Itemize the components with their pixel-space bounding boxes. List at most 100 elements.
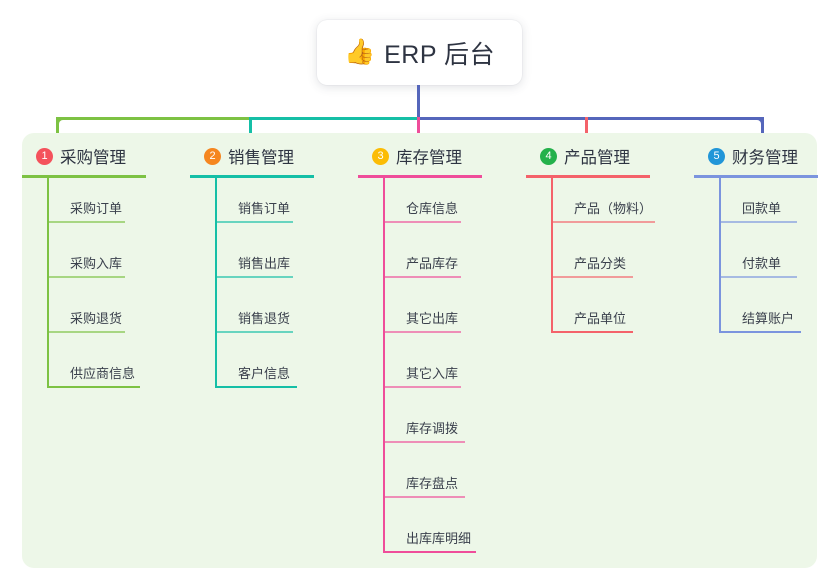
elbow-corner-right [754, 117, 764, 127]
list-item[interactable]: 出库库明细 [358, 508, 528, 563]
column-title-5: 财务管理 [732, 149, 798, 167]
list-item[interactable]: 付款单 [694, 233, 839, 288]
list-item-rule [47, 386, 140, 388]
list-item-rule [551, 276, 633, 278]
content-panel [22, 133, 817, 568]
list-item[interactable]: 产品分类 [526, 233, 696, 288]
elbow-corner-left [56, 117, 66, 127]
column-title-3: 库存管理 [396, 149, 462, 167]
bus-segment-left [56, 117, 415, 120]
list-item[interactable]: 产品（物料） [526, 178, 696, 233]
column-spine-2 [215, 178, 217, 388]
list-item[interactable]: 结算账户 [694, 288, 839, 343]
page-title: ERP 后台 [384, 40, 496, 69]
list-item-label: 产品库存 [406, 256, 459, 271]
column-items-3: 仓库信息产品库存其它出库其它入库库存调拨库存盘点出库库明细 [358, 178, 528, 563]
list-item[interactable]: 采购入库 [22, 233, 192, 288]
column-header-5[interactable]: 5 财务管理 [694, 143, 839, 169]
list-item-label: 产品（物料） [574, 201, 653, 216]
drop-connector-column-2 [249, 117, 252, 144]
column-items-5: 回款单付款单结算账户 [694, 178, 839, 343]
column-badge-1: 1 [36, 147, 53, 165]
column-rule-4 [526, 175, 650, 178]
list-item[interactable]: 回款单 [694, 178, 839, 233]
column-title-4: 产品管理 [564, 149, 630, 167]
list-item[interactable]: 销售退货 [190, 288, 360, 343]
list-item-label: 产品单位 [574, 311, 627, 326]
drop-connector-column-3 [417, 117, 420, 144]
list-item-label: 销售出库 [238, 256, 291, 271]
column-badge-4: 4 [540, 147, 557, 165]
branch-column-2: 2 销售管理销售订单销售出库销售退货客户信息 [190, 143, 360, 398]
list-item-label: 回款单 [742, 201, 782, 216]
list-item[interactable]: 其它出库 [358, 288, 528, 343]
list-item[interactable]: 销售订单 [190, 178, 360, 233]
list-item-rule [383, 276, 461, 278]
column-badge-3: 3 [372, 147, 389, 165]
list-item-rule [47, 276, 125, 278]
list-item-rule [719, 276, 797, 278]
branch-column-3: 3 库存管理仓库信息产品库存其它出库其它入库库存调拨库存盘点出库库明细 [358, 143, 528, 563]
column-spine-1 [47, 178, 49, 388]
list-item-label: 销售退货 [238, 311, 291, 326]
list-item-rule [215, 331, 293, 333]
list-item[interactable]: 产品单位 [526, 288, 696, 343]
column-rule-3 [358, 175, 482, 178]
column-spine-4 [551, 178, 553, 333]
column-badge-5: 5 [708, 147, 725, 165]
list-item[interactable]: 采购订单 [22, 178, 192, 233]
list-item-label: 产品分类 [574, 256, 627, 271]
column-rule-1 [22, 175, 146, 178]
column-spine-5 [719, 178, 721, 333]
column-items-2: 销售订单销售出库销售退货客户信息 [190, 178, 360, 398]
list-item-label: 销售订单 [238, 201, 291, 216]
list-item-label: 付款单 [742, 256, 782, 271]
list-item[interactable]: 客户信息 [190, 343, 360, 398]
bus-segment-middle [249, 117, 419, 120]
elbow-connector-right [761, 117, 764, 144]
list-item-rule [383, 221, 461, 223]
bus-segment-right [417, 117, 764, 120]
list-item[interactable]: 库存调拨 [358, 398, 528, 453]
list-item-rule [215, 276, 293, 278]
thumbs-up-icon: 👍 [343, 38, 376, 66]
root-node-card[interactable]: 👍 ERP 后台 [317, 20, 522, 85]
list-item[interactable]: 仓库信息 [358, 178, 528, 233]
list-item-rule [47, 331, 125, 333]
list-item-rule [551, 221, 655, 223]
list-item-rule [47, 221, 125, 223]
column-header-2[interactable]: 2 销售管理 [190, 143, 360, 169]
list-item-label: 库存调拨 [406, 421, 459, 436]
column-title-2: 销售管理 [228, 149, 294, 167]
list-item-label: 其它出库 [406, 311, 459, 326]
column-header-4[interactable]: 4 产品管理 [526, 143, 696, 169]
list-item[interactable]: 采购退货 [22, 288, 192, 343]
list-item-label: 出库库明细 [406, 531, 472, 546]
list-item-rule [215, 386, 297, 388]
column-rule-5 [694, 175, 818, 178]
list-item[interactable]: 销售出库 [190, 233, 360, 288]
drop-connector-column-4 [585, 117, 588, 144]
trunk-connector [417, 85, 420, 118]
column-header-3[interactable]: 3 库存管理 [358, 143, 528, 169]
list-item-rule [215, 221, 293, 223]
list-item-label: 结算账户 [742, 311, 795, 326]
list-item-rule [551, 331, 633, 333]
column-rule-2 [190, 175, 314, 178]
list-item[interactable]: 其它入库 [358, 343, 528, 398]
list-item-label: 其它入库 [406, 366, 459, 381]
list-item-label: 采购订单 [70, 201, 123, 216]
branch-column-4: 4 产品管理产品（物料） 产品分类产品单位 [526, 143, 696, 343]
list-item-label: 仓库信息 [406, 201, 459, 216]
list-item[interactable]: 产品库存 [358, 233, 528, 288]
column-badge-2: 2 [204, 147, 221, 165]
list-item[interactable]: 供应商信息 [22, 343, 192, 398]
elbow-connector-left [56, 117, 59, 144]
list-item[interactable]: 库存盘点 [358, 453, 528, 508]
list-item-label: 库存盘点 [406, 476, 459, 491]
column-items-4: 产品（物料） 产品分类产品单位 [526, 178, 696, 343]
list-item-rule [383, 496, 465, 498]
